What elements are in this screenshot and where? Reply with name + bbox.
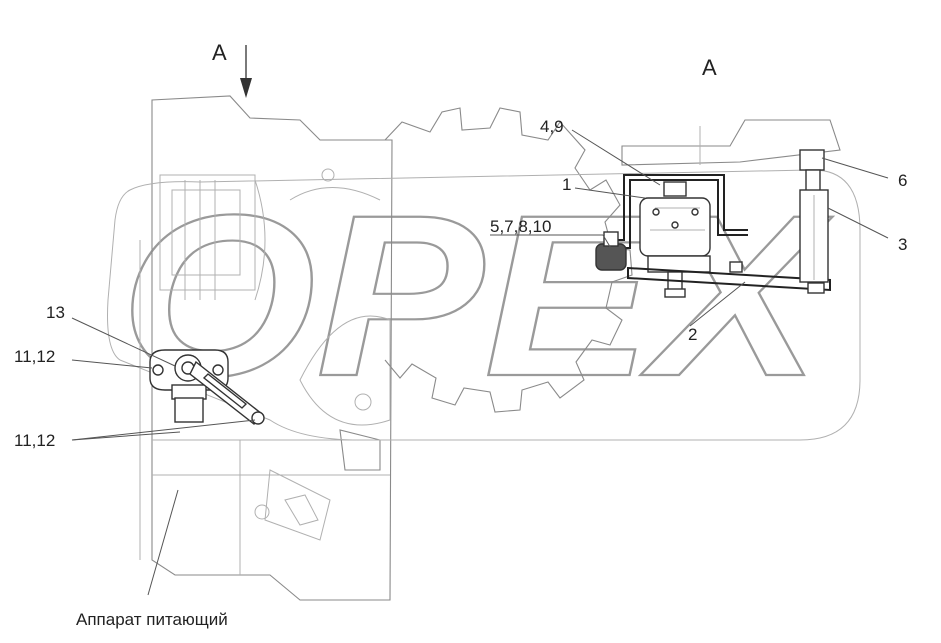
callout-2: 2 bbox=[688, 325, 697, 344]
lever-assembly bbox=[149, 349, 265, 425]
leader-lines bbox=[71, 129, 889, 596]
mounting-bracket bbox=[605, 174, 748, 298]
view-title-label: А bbox=[702, 55, 717, 80]
callout-6: 6 bbox=[898, 171, 907, 190]
plate bbox=[627, 261, 831, 294]
callout-5-7-8-10: 5,7,8,10 bbox=[490, 217, 551, 236]
callout-11-12-lower: 11,12 bbox=[14, 431, 55, 450]
callout-11-12-upper: 11,12 bbox=[14, 347, 55, 366]
view-arrow bbox=[240, 45, 252, 98]
watermark-text: OPEX bbox=[120, 167, 833, 424]
callout-13: 13 bbox=[46, 303, 65, 322]
view-arrow-label: А bbox=[212, 40, 227, 65]
upper-frame bbox=[621, 119, 841, 166]
machine-housing bbox=[139, 95, 393, 601]
sprocket-outline bbox=[384, 107, 633, 413]
callout-1: 1 bbox=[562, 175, 571, 194]
caption-feed-apparatus: Аппарат питающий bbox=[76, 610, 228, 629]
callout-3: 3 bbox=[898, 235, 907, 254]
callout-4-9: 4,9 bbox=[540, 117, 564, 136]
rubber-mount bbox=[595, 231, 627, 271]
support-post bbox=[799, 149, 829, 283]
